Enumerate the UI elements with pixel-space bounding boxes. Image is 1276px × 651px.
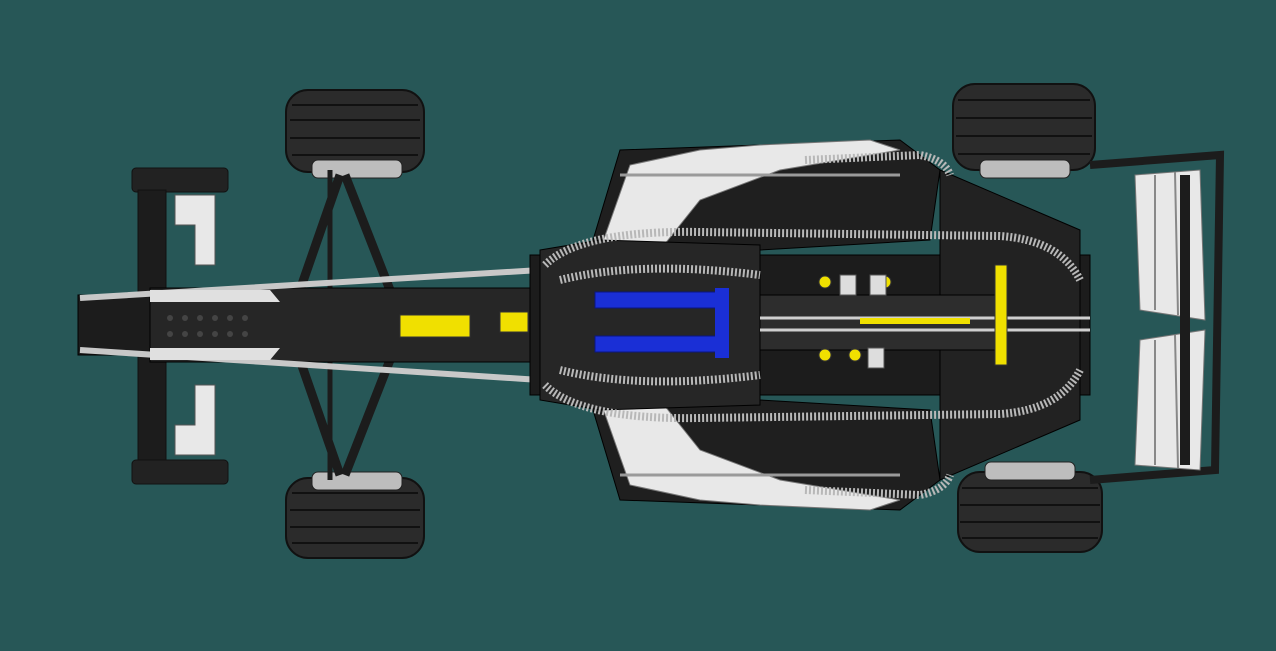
- engine: [759, 264, 1090, 369]
- nose: [77, 267, 541, 383]
- blue-beams: [594, 288, 729, 358]
- sidepod-left: [589, 139, 941, 251]
- front-left-wheel: [285, 89, 425, 179]
- rear-wing: [1089, 150, 1225, 484]
- rear-left-wheel: [952, 83, 1096, 179]
- sidepod-right: [589, 399, 941, 511]
- car-model: [77, 83, 1225, 559]
- exhaust-springs: [542, 150, 1084, 500]
- front-right-wheel: [285, 471, 425, 559]
- rear-right-wheel: [957, 461, 1103, 553]
